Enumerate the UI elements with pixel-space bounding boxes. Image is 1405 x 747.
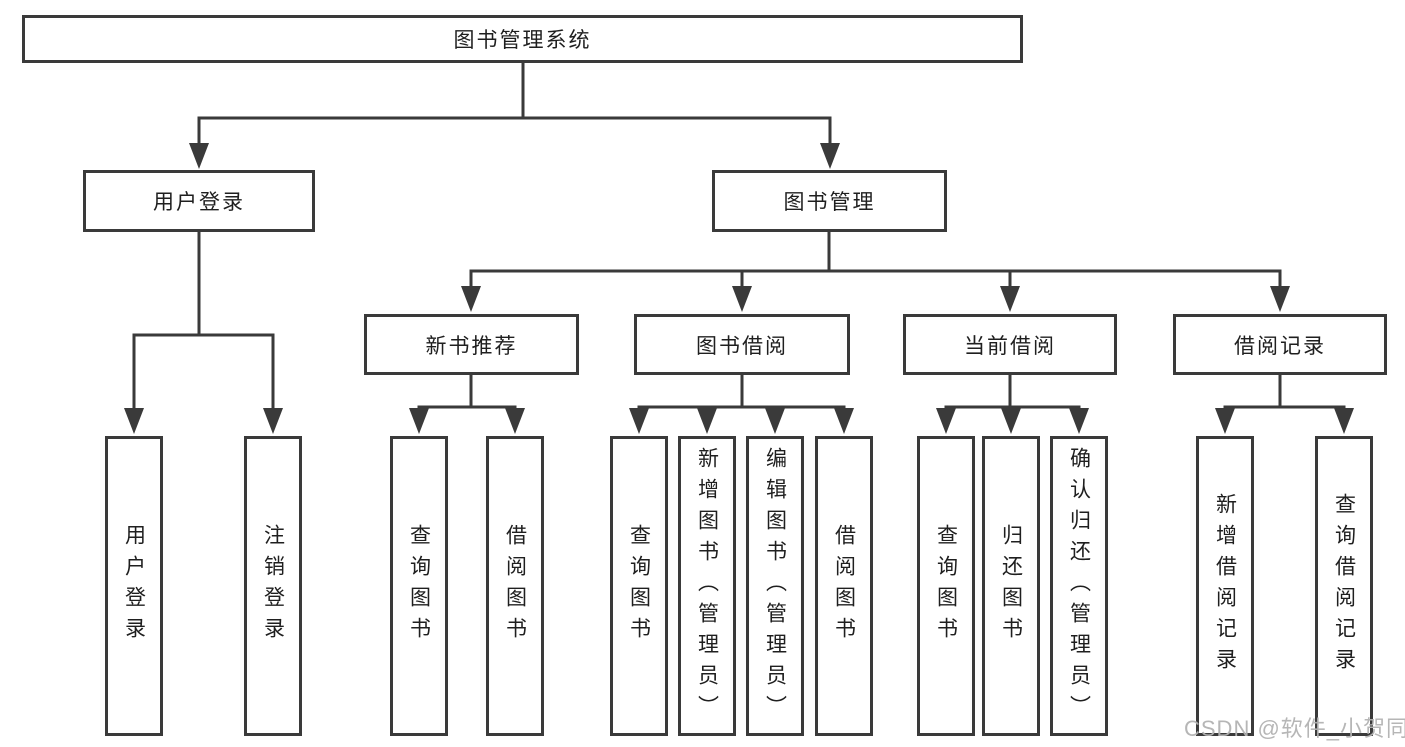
node-label: 图书借阅 bbox=[696, 334, 788, 358]
leaf-add-books-admin: 新增图书（管理员） bbox=[678, 436, 736, 736]
node-label: 确认归还（管理员） bbox=[1067, 446, 1091, 726]
leaf-add-borrow-record: 新增借阅记录 bbox=[1196, 436, 1254, 736]
node-label: 查询图书 bbox=[627, 524, 651, 648]
connector-new-book-to-leaves bbox=[417, 373, 517, 414]
connector-book-mgmt-to-level3 bbox=[469, 230, 1282, 290]
connector-current-borrow-to-leaves bbox=[944, 373, 1081, 414]
leaf-logout: 注销登录 bbox=[244, 436, 302, 736]
node-new-book-recommendation: 新书推荐 bbox=[364, 314, 579, 375]
connector-user-login-to-leaves bbox=[132, 230, 275, 412]
arrowheads bbox=[124, 143, 1354, 434]
node-label: 当前借阅 bbox=[964, 334, 1056, 358]
node-current-borrowing: 当前借阅 bbox=[903, 314, 1117, 375]
node-label: 图书管理系统 bbox=[453, 29, 592, 52]
node-borrowing-records: 借阅记录 bbox=[1173, 314, 1387, 375]
node-label: 用户登录 bbox=[153, 191, 245, 214]
node-label: 查询图书 bbox=[407, 524, 431, 648]
node-book-management: 图书管理 bbox=[712, 170, 947, 232]
leaf-edit-books-admin: 编辑图书（管理员） bbox=[746, 436, 804, 736]
node-library-management-system: 图书管理系统 bbox=[22, 15, 1023, 63]
node-label: 借阅图书 bbox=[832, 524, 856, 648]
leaf-search-books-borrowing: 查询图书 bbox=[610, 436, 668, 736]
node-label: 编辑图书（管理员） bbox=[763, 446, 787, 726]
node-label: 图书管理 bbox=[783, 191, 876, 214]
leaf-search-books-current: 查询图书 bbox=[917, 436, 975, 736]
leaf-borrow-books-recommendation: 借阅图书 bbox=[486, 436, 544, 736]
node-label: 借阅记录 bbox=[1234, 334, 1326, 358]
node-label: 归还图书 bbox=[999, 524, 1023, 648]
node-label: 查询借阅记录 bbox=[1332, 493, 1356, 679]
node-label: 新增借阅记录 bbox=[1213, 493, 1237, 679]
node-book-borrowing: 图书借阅 bbox=[634, 314, 850, 375]
node-label: 查询图书 bbox=[934, 524, 958, 648]
node-label: 新书推荐 bbox=[425, 334, 518, 358]
connector-borrow-records-to-leaves bbox=[1223, 373, 1346, 414]
leaf-search-borrow-record: 查询借阅记录 bbox=[1315, 436, 1373, 736]
node-label: 注销登录 bbox=[261, 524, 285, 648]
node-user-login: 用户登录 bbox=[83, 170, 315, 232]
csdn-watermark: CSDN @软件_小贺同学 bbox=[1184, 716, 1405, 741]
leaf-user-login: 用户登录 bbox=[105, 436, 163, 736]
node-label: 借阅图书 bbox=[503, 524, 527, 648]
leaf-search-books-recommendation: 查询图书 bbox=[390, 436, 448, 736]
connector-root-to-level2 bbox=[197, 61, 832, 150]
node-label: 新增图书（管理员） bbox=[695, 446, 719, 726]
connector-book-borrow-to-leaves bbox=[637, 373, 846, 414]
leaf-confirm-return-admin: 确认归还（管理员） bbox=[1050, 436, 1108, 736]
node-label: 用户登录 bbox=[122, 524, 146, 648]
leaf-borrow-books-borrowing: 借阅图书 bbox=[815, 436, 873, 736]
leaf-return-books: 归还图书 bbox=[982, 436, 1040, 736]
